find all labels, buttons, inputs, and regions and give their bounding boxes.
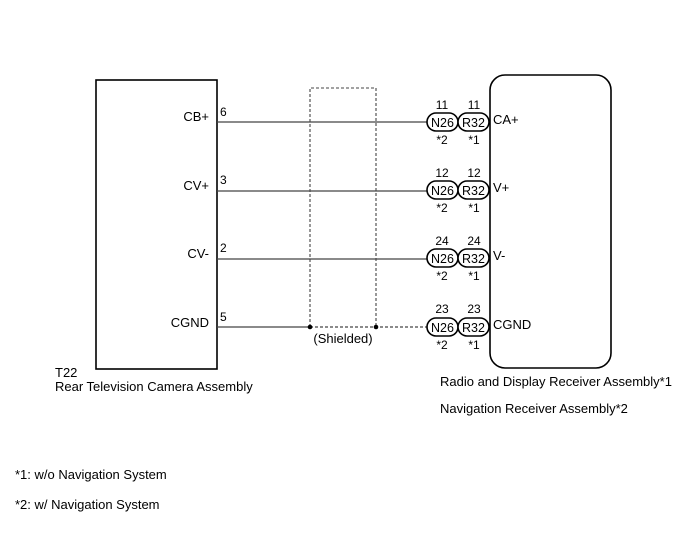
left-component-code: T22 (55, 365, 77, 380)
right-pin-label: CA+ (493, 112, 519, 127)
right-component-name-1: Radio and Display Receiver Assembly*1 (440, 374, 672, 389)
connector-r32 (457, 317, 490, 337)
left-pin-number: 2 (220, 241, 227, 255)
left-component-name: Rear Television Camera Assembly (55, 379, 253, 394)
footnote-2: *2: w/ Navigation System (15, 497, 160, 512)
left-pin-label: CV- (187, 246, 209, 261)
right-pin-label: V+ (493, 180, 509, 195)
splice-dot (307, 324, 313, 330)
n26-note: *2 (436, 269, 448, 283)
rear-camera-assembly-box (95, 79, 218, 370)
n26-pin-number: 24 (435, 234, 449, 248)
receiver-assembly-box (489, 74, 612, 369)
right-pin-label: V- (493, 248, 505, 263)
connector-n26-label: N26 (431, 184, 454, 198)
connector-r32 (457, 180, 490, 200)
left-pin-number: 3 (220, 173, 227, 187)
connector-r32 (457, 112, 490, 132)
n26-pin-number: 11 (436, 98, 449, 112)
r32-note: *1 (468, 269, 480, 283)
left-pin-label: CGND (171, 315, 209, 330)
r32-pin-number: 11 (468, 98, 481, 112)
footnote-1: *1: w/o Navigation System (15, 467, 167, 482)
connector-n26-label: N26 (431, 321, 454, 335)
n26-note: *2 (436, 338, 448, 352)
r32-note: *1 (468, 201, 480, 215)
r32-pin-number: 24 (467, 234, 481, 248)
splice-dot (373, 324, 379, 330)
r32-pin-number: 12 (467, 166, 481, 180)
connector-n26-label: N26 (431, 116, 454, 130)
connector-r32 (457, 248, 490, 268)
n26-note: *2 (436, 133, 448, 147)
n26-pin-number: 12 (435, 166, 449, 180)
connector-r32-label: R32 (462, 321, 485, 335)
left-pin-number: 6 (220, 105, 227, 119)
n26-pin-number: 23 (435, 302, 449, 316)
left-pin-label: CV+ (183, 178, 209, 193)
connector-n26-label: N26 (431, 252, 454, 266)
left-pin-number: 5 (220, 310, 227, 324)
connector-r32-label: R32 (462, 116, 485, 130)
connector-r32-label: R32 (462, 252, 485, 266)
r32-note: *1 (468, 133, 480, 147)
connector-r32-label: R32 (462, 184, 485, 198)
r32-note: *1 (468, 338, 480, 352)
left-pin-label: CB+ (183, 109, 209, 124)
right-component-name-2: Navigation Receiver Assembly*2 (440, 401, 628, 416)
wire-cv-plus: CV+ 3 12 12 N26 R32 *2 *1 V+ (183, 166, 509, 215)
shield-outline (309, 87, 377, 327)
n26-note: *2 (436, 201, 448, 215)
wire-cb-plus: CB+ 6 11 11 N26 R32 *2 *1 CA+ (183, 98, 518, 147)
wire-cgnd: CGND 5 23 23 N26 R32 *2 *1 CGND (171, 302, 532, 352)
wire-cv-minus: CV- 2 24 24 N26 R32 *2 *1 V- (187, 234, 505, 283)
shielded-label: (Shielded) (313, 331, 372, 346)
right-pin-label: CGND (493, 317, 531, 332)
r32-pin-number: 23 (467, 302, 481, 316)
